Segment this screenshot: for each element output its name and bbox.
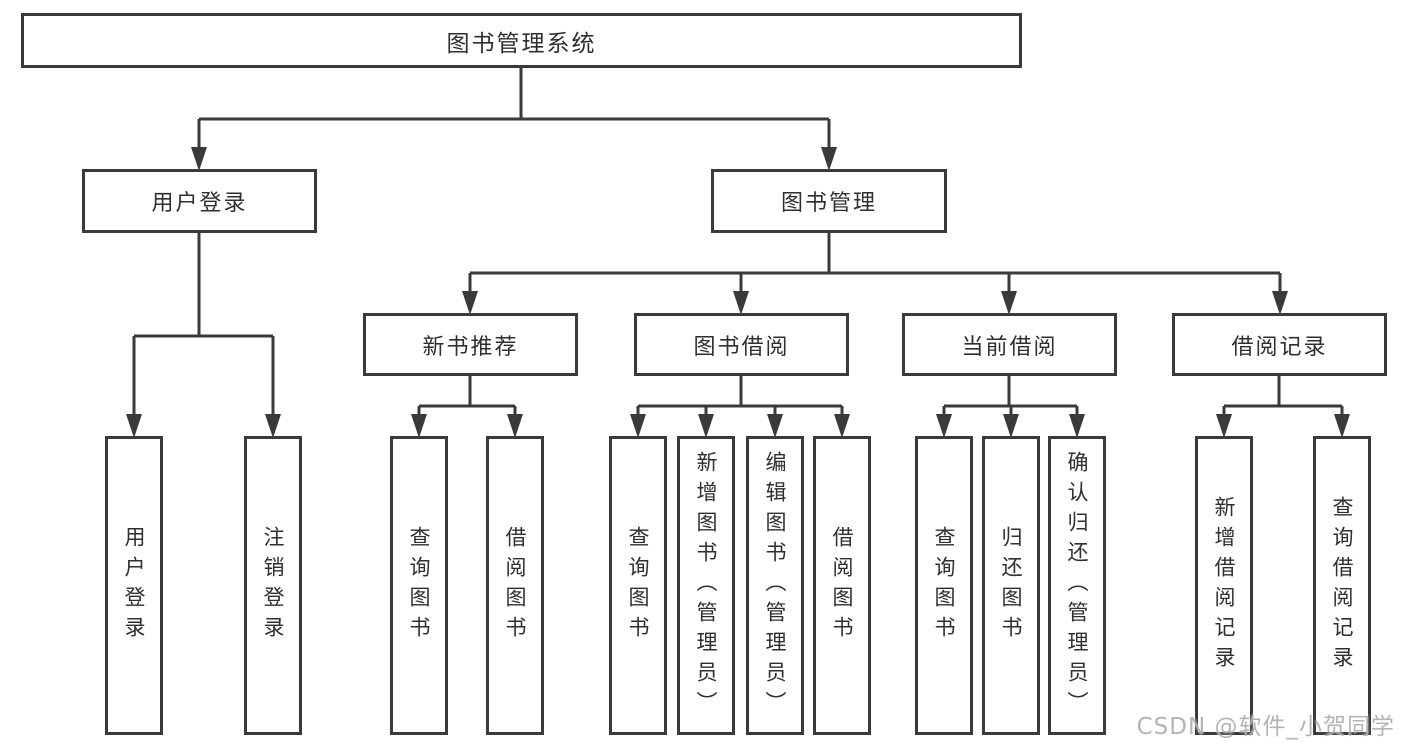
leaf-return-books: 归还图书	[982, 436, 1040, 735]
leaf-logout: 注销登录	[244, 436, 302, 735]
leaf-query-books: 查询图书	[390, 436, 448, 735]
leaf-label: 查询图书	[932, 525, 956, 646]
leaf-confirm-return-admin: 确认归还（管理员）	[1048, 436, 1106, 735]
leaf-add-borrow-record: 新增借阅记录	[1195, 436, 1253, 735]
leaf-label: 借阅图书	[503, 525, 527, 646]
node-label: 新书推荐	[422, 334, 519, 360]
node-label: 图书管理系统	[446, 30, 597, 57]
node-book-management: 图书管理	[711, 169, 947, 233]
node-label: 用户登录	[151, 191, 248, 216]
node-user-login: 用户登录	[82, 169, 317, 233]
leaf-label: 确认归还（管理员）	[1065, 450, 1089, 721]
leaf-label: 新增图书（管理员）	[694, 450, 718, 721]
node-label: 图书借阅	[693, 334, 790, 360]
node-borrowing-records: 借阅记录	[1172, 313, 1387, 376]
leaf-add-books-admin: 新增图书（管理员）	[677, 436, 735, 735]
leaf-edit-books-admin: 编辑图书（管理员）	[746, 436, 804, 735]
leaf-borrow-books: 借阅图书	[486, 436, 544, 735]
leaf-label: 新增借阅记录	[1212, 495, 1236, 676]
node-label: 借阅记录	[1231, 334, 1328, 360]
leaf-query-books: 查询图书	[609, 436, 667, 735]
leaf-label: 归还图书	[999, 525, 1023, 646]
node-new-book-recommend: 新书推荐	[363, 313, 578, 376]
node-system-root: 图书管理系统	[21, 13, 1022, 68]
leaf-query-borrow-record: 查询借阅记录	[1313, 436, 1371, 735]
leaf-label: 查询图书	[407, 525, 431, 646]
node-book-borrowing: 图书借阅	[634, 313, 849, 376]
node-label: 图书管理	[780, 191, 877, 216]
leaf-label: 编辑图书（管理员）	[763, 450, 787, 721]
node-current-borrowing: 当前借阅	[902, 313, 1117, 376]
leaf-label: 用户登录	[122, 525, 146, 646]
watermark: CSDN @软件_小贺同学	[1136, 714, 1395, 740]
leaf-query-books: 查询图书	[915, 436, 973, 735]
leaf-borrow-books: 借阅图书	[813, 436, 871, 735]
node-label: 当前借阅	[961, 334, 1058, 360]
leaf-user-login: 用户登录	[105, 436, 163, 735]
leaf-label: 查询借阅记录	[1330, 495, 1354, 676]
leaf-label: 借阅图书	[830, 525, 854, 646]
leaf-label: 查询图书	[626, 525, 650, 646]
leaf-label: 注销登录	[261, 525, 285, 646]
